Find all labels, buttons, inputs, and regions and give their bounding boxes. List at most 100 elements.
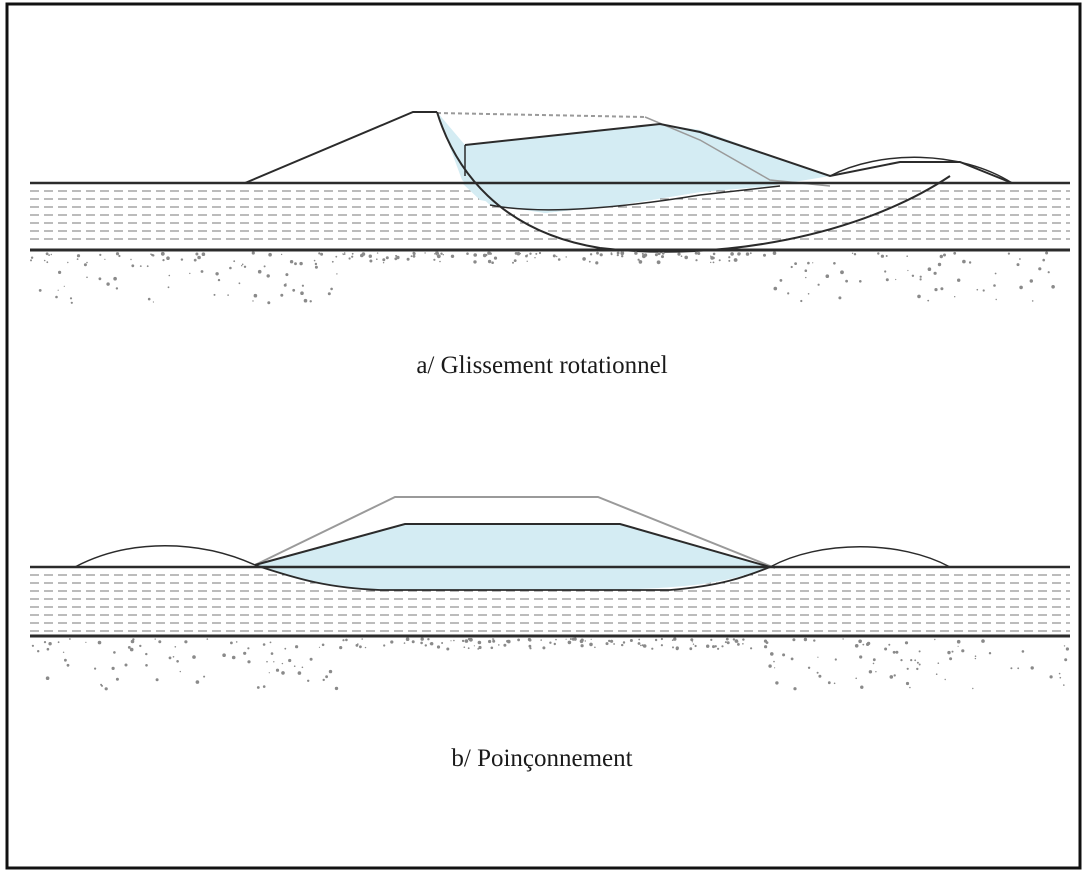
gravel-dot [174,646,177,648]
gravel-dot [48,254,50,256]
gravel-dot [231,655,236,660]
gravel-dot [642,644,647,648]
gravel-dot [66,663,70,667]
gravel-dot [877,252,880,255]
gravel-dot [488,639,492,644]
gravel-dot [299,261,303,266]
gravel-dot [717,647,720,650]
gravel-dot [1063,684,1065,686]
gravel-dot [478,645,482,650]
gravel-dot [268,672,270,674]
gravel-dot [115,287,119,290]
gravel-dot [943,253,946,257]
gravel-dot [885,255,888,257]
gravel-dot [162,259,165,262]
gravel-dot [469,637,473,642]
gravel-dot [1030,666,1034,670]
gravel-dot [139,265,142,267]
gravel-dot [430,642,434,646]
gravel-dot [189,272,191,275]
gravel-dot [1010,667,1013,670]
gravel-dot [732,638,736,641]
gravel-dot [436,645,441,649]
panel-a-left-slope [244,111,437,184]
gravel-dot [842,638,844,640]
gravel-dot [262,643,266,646]
gravel-dot [988,652,992,655]
gravel-dot [463,646,466,648]
gravel-dot [281,662,284,665]
gravel-dot [113,276,117,281]
gravel-dot [972,687,974,690]
gravel-dot [914,659,917,662]
gravel-dot [976,288,979,291]
gravel-dot [145,652,148,656]
gravel-dot [764,645,768,649]
gravel-dot [113,651,116,654]
gravel-dot [403,642,406,644]
gravel-dot [467,647,470,650]
gravel-dot [152,301,154,303]
gravel-dot [280,293,284,297]
gravel-dot [694,251,698,255]
gravel-dot [270,652,274,655]
gravel-dot [605,642,609,646]
gravel-dot [934,638,936,641]
gravel-dot [203,675,206,678]
gravel-dot [949,657,953,661]
gravel-dot [859,655,863,659]
gravel-dot [376,252,379,254]
gravel-dot [283,283,287,287]
gravel-dot [473,253,478,257]
gravel-dot [45,676,50,680]
gravel-dot [880,254,885,258]
gravel-dot [127,646,131,649]
gravel-dot [424,252,426,254]
gravel-dot [503,643,507,647]
gravel-dot [192,655,196,659]
gravel-dot [405,637,410,641]
gravel-dot [155,678,159,682]
gravel-dot [512,261,514,264]
gravel-dot [968,261,972,264]
gravel-dot [927,299,930,302]
gravel-dot [241,265,243,267]
gravel-dot [466,252,469,255]
gravel-dot [763,639,768,643]
panel-a-original-crest [436,112,646,118]
gravel-dot [1064,658,1068,662]
gravel-dot [907,269,909,272]
gravel-dot [621,643,624,647]
gravel-dot [671,639,674,641]
gravel-dot [574,639,576,641]
panel-b-settled-embankment [254,523,771,568]
gravel-dot [491,261,494,265]
gravel-dot [412,251,416,255]
gravel-dot [1063,645,1066,647]
gravel-dot [588,260,591,263]
gravel-dot [807,261,810,265]
gravel-dot [253,293,258,298]
gravel-dot [534,257,536,259]
gravel-dot [673,637,677,641]
gravel-dot [691,641,694,643]
gravel-dot [307,679,310,682]
gravel-dot [610,252,613,255]
gravel-dot [725,637,729,641]
gravel-dot [528,644,532,648]
gravel-dot [58,270,62,274]
gravel-dot [995,298,997,301]
gravel-dot [252,300,254,302]
gravel-dot [595,261,599,265]
gravel-dot [787,292,790,295]
gravel-dot [348,257,351,260]
gravel-dot [813,639,816,642]
gravel-dot [951,650,954,653]
gravel-dot [235,641,238,643]
gravel-dot [710,261,712,264]
gravel-dot [281,671,285,675]
gravel-dot [215,272,219,276]
panel-b-left-heave [74,545,256,568]
gravel-dot [179,670,181,673]
